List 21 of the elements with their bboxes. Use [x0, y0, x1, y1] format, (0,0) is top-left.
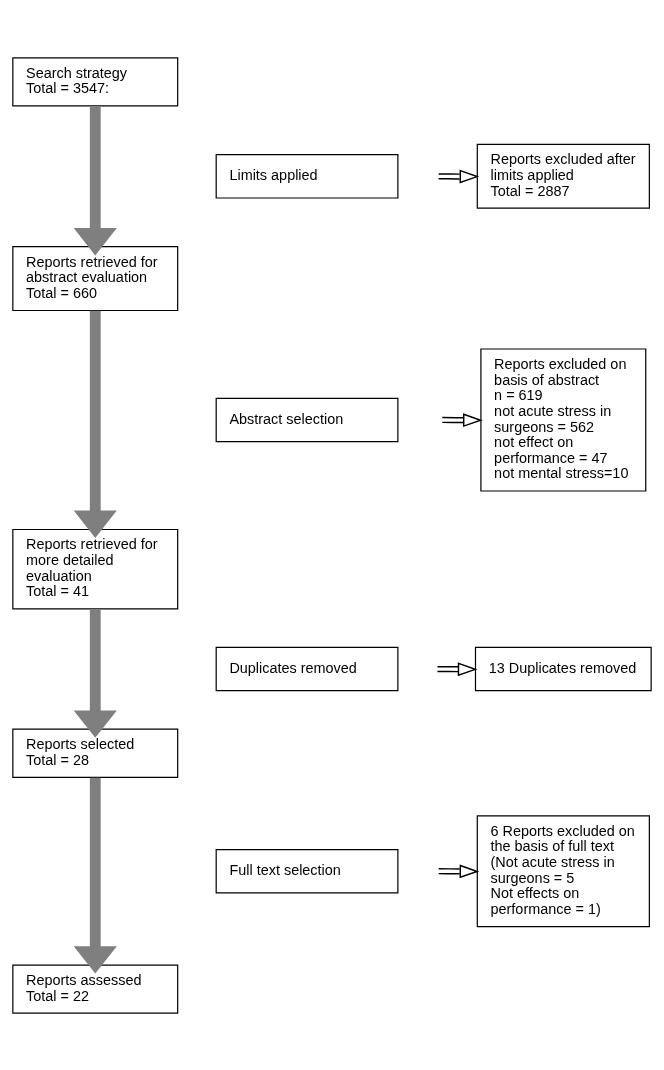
node-box: Search strategy Total = 3547: — [12, 56, 179, 107]
node-box: 6 Reports excluded on the basis of full text (Not acute stress in surgeons = 5 Not effects on performance = 1) — [476, 814, 650, 927]
node-box: Duplicates removed — [215, 646, 399, 691]
node-box: Reports excluded after limits applied Total = 2887 — [476, 143, 650, 209]
arrow — [437, 169, 480, 183]
node-box: Full text selection — [215, 848, 399, 893]
node-box: Reports retrieved for abstract evaluation Total = 660 — [12, 245, 179, 311]
arrow — [73, 310, 117, 538]
arrow — [73, 608, 117, 738]
node-box: Reports excluded on basis of abstract n = 619 not acute stress in surgeons = 562 not effect on performance = 47 not mental stress=10 — [480, 347, 647, 492]
arrow — [437, 864, 480, 878]
node-box: Abstract selection — [215, 397, 399, 442]
arrow — [441, 412, 483, 427]
node-box: Reports assessed Total = 22 — [12, 963, 179, 1014]
node-box: Reports retrieved for more detailed evaluation Total = 41 — [12, 528, 179, 609]
arrow — [436, 661, 478, 676]
node-box: 13 Duplicates removed — [474, 646, 652, 691]
arrow — [73, 105, 117, 255]
node-box: Reports selected Total = 28 — [12, 728, 179, 778]
arrow — [73, 777, 117, 974]
node-box: Limits applied — [215, 153, 399, 199]
